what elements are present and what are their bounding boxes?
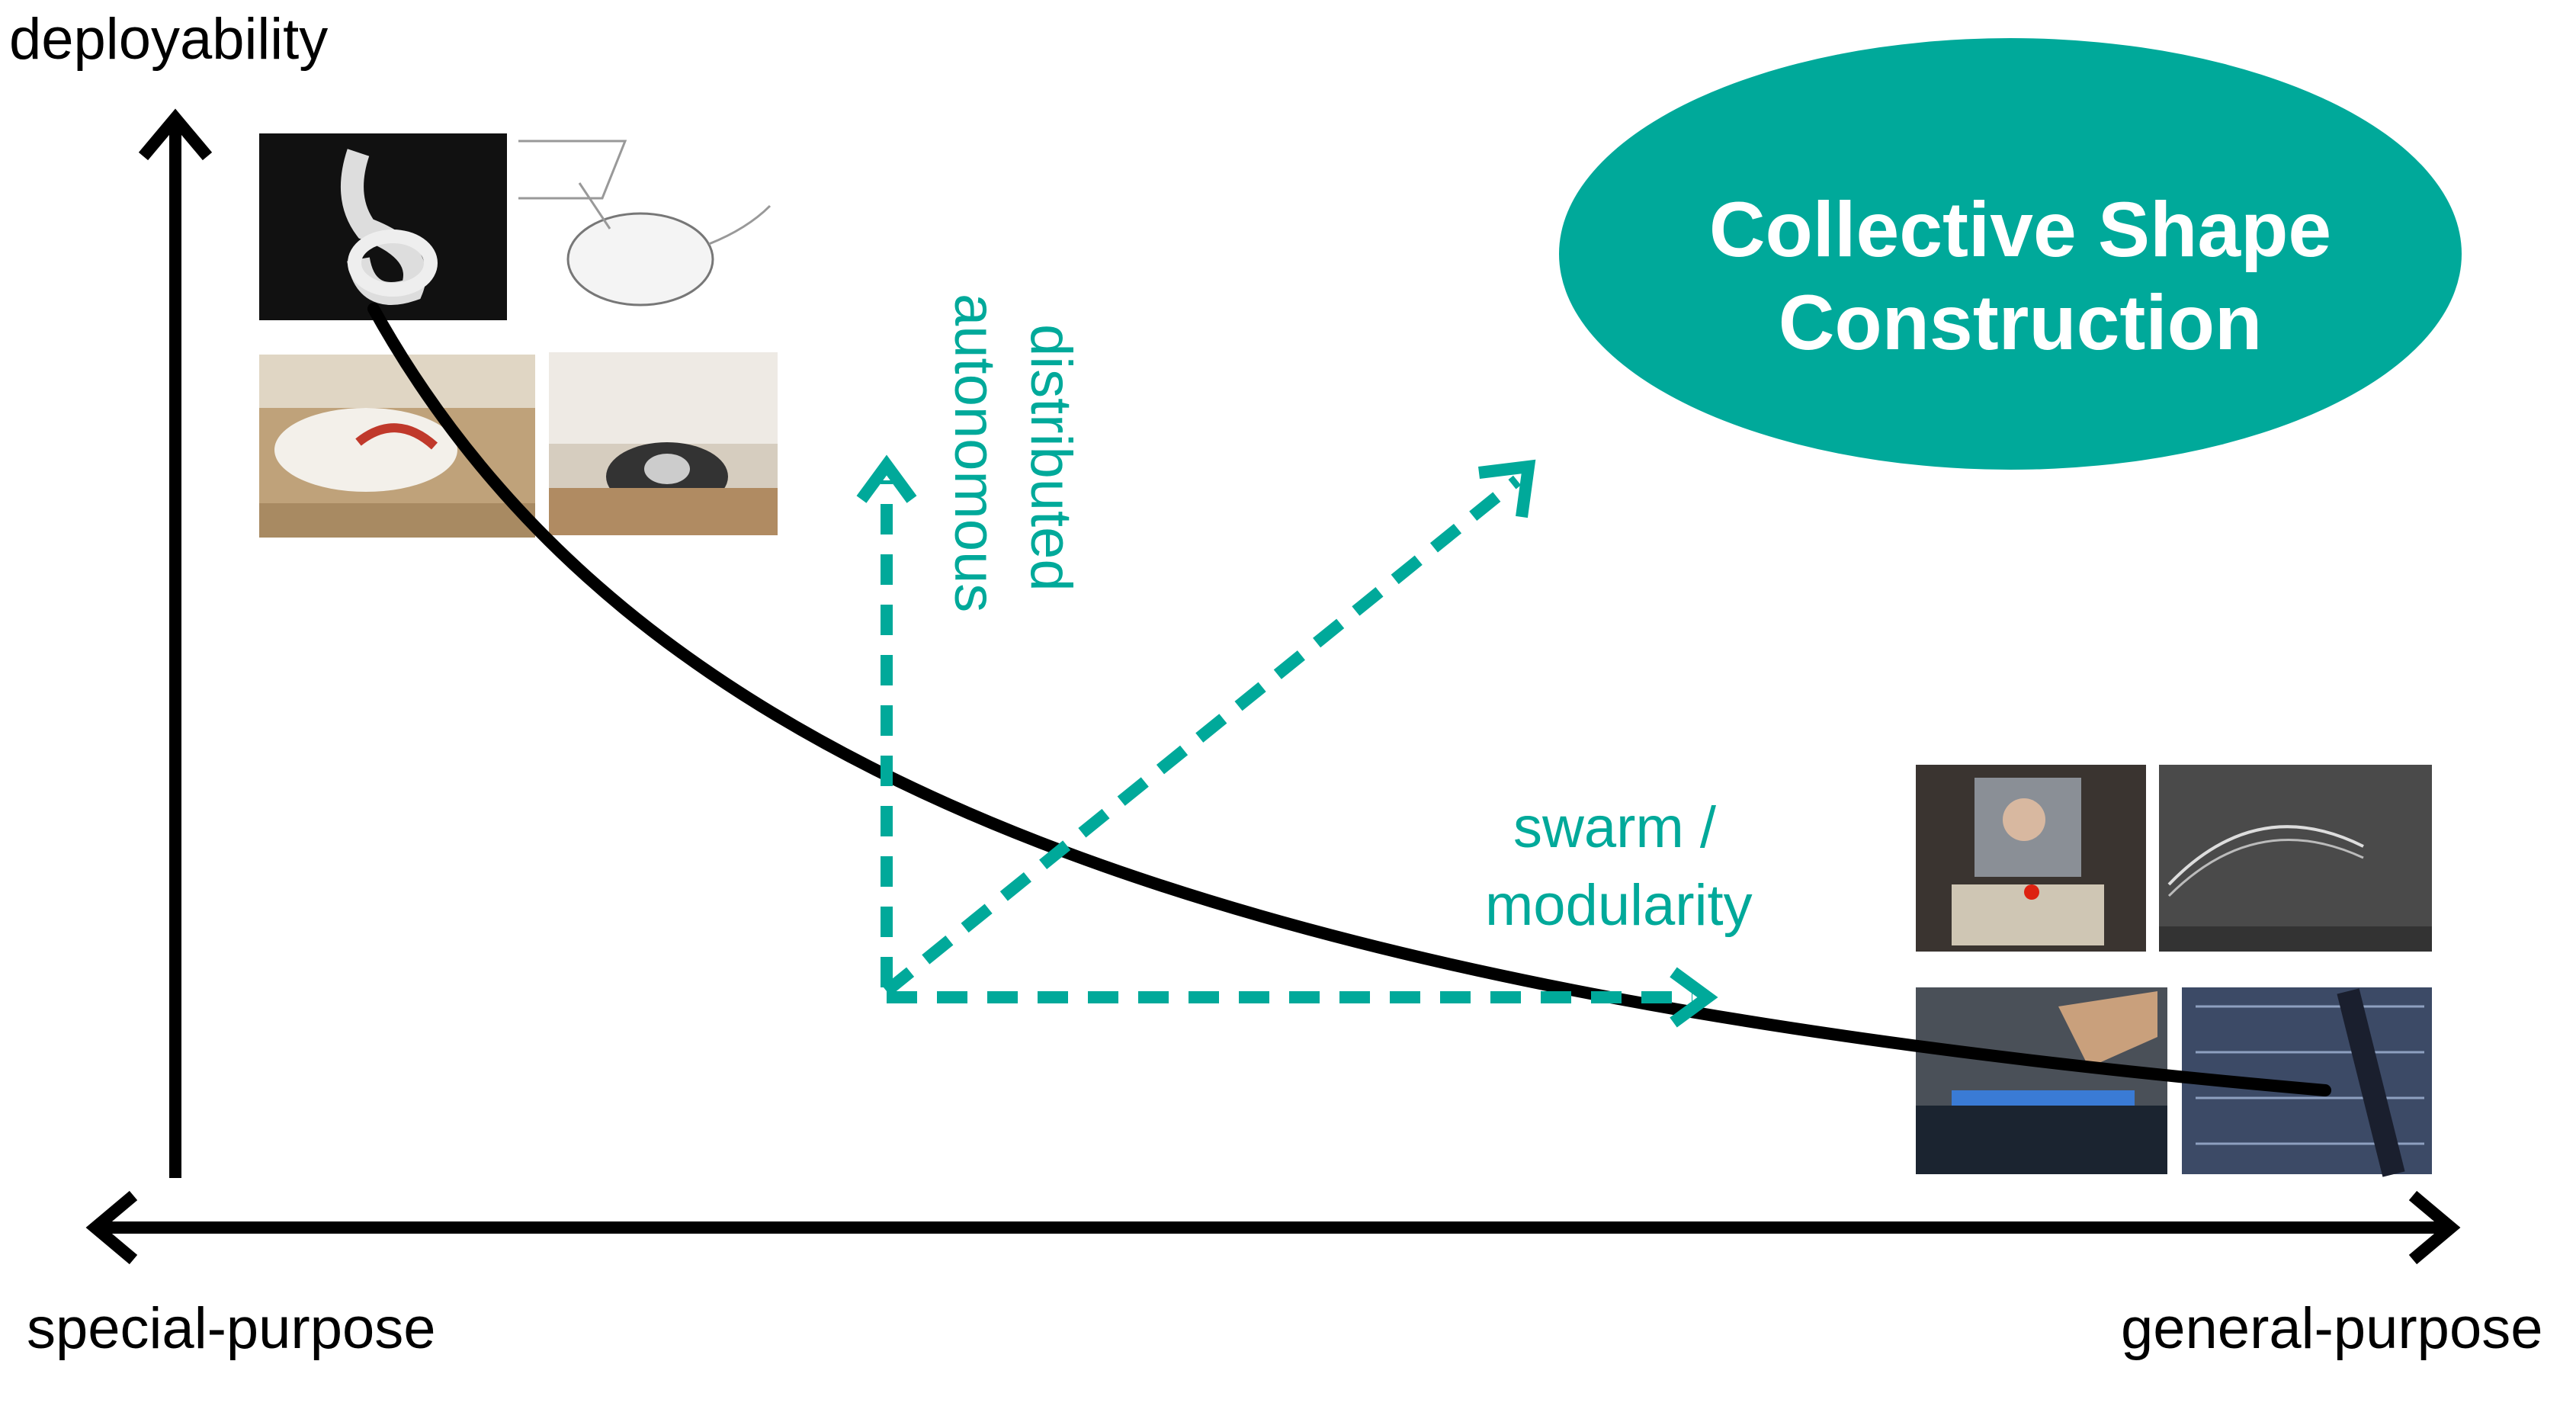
image-thumb-device-hands — [549, 352, 778, 535]
image-thumb-mouse-sketch — [515, 133, 772, 320]
horizontal-arrow-label-1: swarm / — [1513, 795, 1716, 860]
image-thumb-coil — [259, 133, 507, 320]
x-axis-left-label: special-purpose — [27, 1296, 436, 1361]
y-axis-label: deployability — [9, 7, 329, 72]
image-thumb-telepresence — [1916, 765, 2146, 952]
collective-shape-bubble — [1559, 38, 2462, 470]
bubble-line-1: Collective Shape — [1708, 186, 2332, 273]
image-thumb-pin-display — [1916, 987, 2167, 1174]
image-thumb-sink — [259, 355, 535, 538]
bubble-title: Collective Shape Construction — [1563, 183, 2478, 369]
vertical-arrow-label-1: distributed — [1019, 324, 1083, 592]
tradeoff-curve — [367, 303, 2331, 1096]
y-axis — [138, 108, 213, 1178]
x-axis-right-label: general-purpose — [2121, 1296, 2543, 1361]
horizontal-arrow-label-2: modularity — [1485, 873, 1753, 938]
arrow-diagonal — [882, 459, 1536, 997]
image-thumb-kinetic-sculpture — [2159, 765, 2432, 952]
x-axis — [85, 1190, 2461, 1265]
bubble-line-2: Construction — [1778, 279, 2263, 366]
arrow-vertical-distributed — [856, 454, 917, 987]
vertical-arrow-label-2: autonomous — [942, 294, 1007, 613]
arrow-horizontal-swarm — [887, 967, 1718, 1028]
